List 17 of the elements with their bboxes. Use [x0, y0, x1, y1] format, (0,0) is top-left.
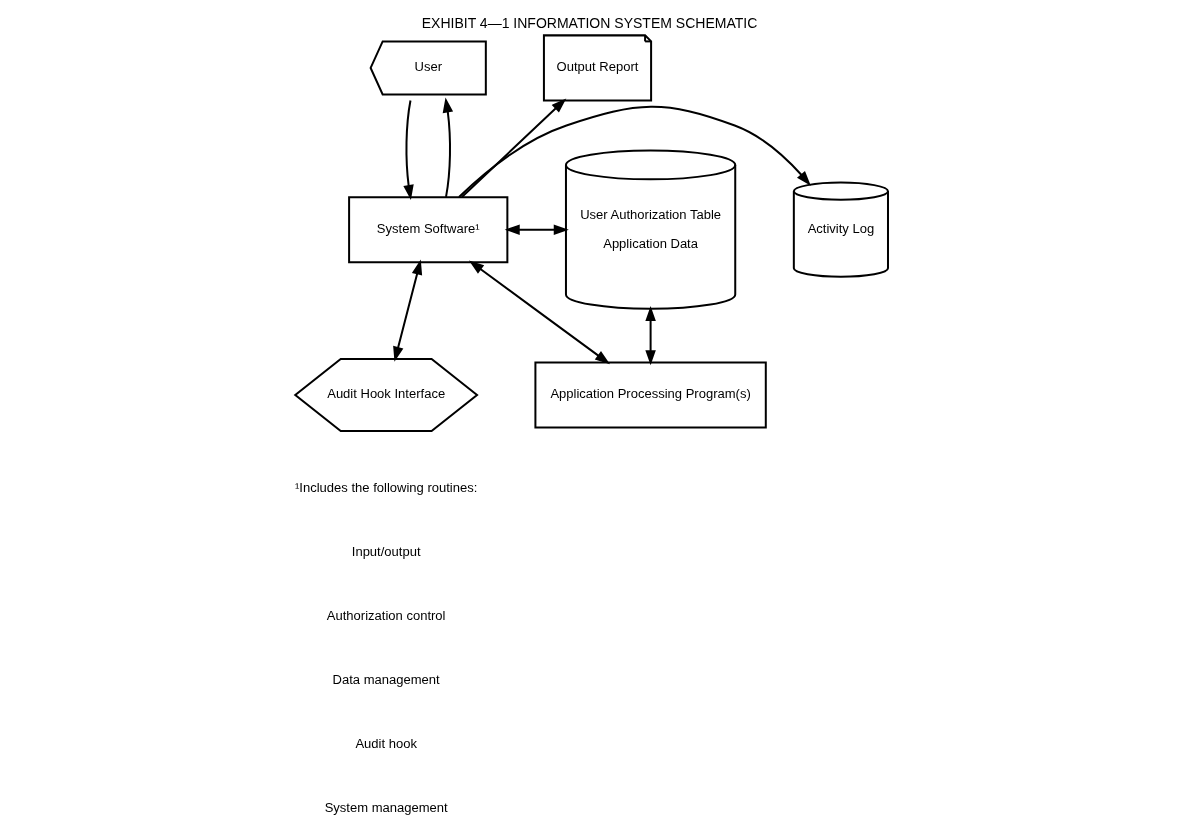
label: ¹Includes the following routines:: [295, 479, 478, 495]
label: Input/output: [351, 543, 421, 559]
arrow: [393, 259, 423, 362]
arrow: [645, 305, 656, 366]
arrow: [468, 260, 610, 365]
diagram-title: EXHIBIT 4—1 INFORMATION SYSTEM SCHEMATIC: [421, 14, 758, 31]
arrow: [458, 105, 811, 198]
arrow: [504, 224, 569, 235]
label: Authorization control: [326, 607, 446, 623]
arrow: [442, 97, 454, 198]
arrow: [403, 99, 414, 200]
label: Data management: [332, 671, 440, 687]
arrow: [460, 98, 567, 198]
label: System management: [324, 800, 448, 816]
node-box: Application Processing Program(s): [534, 361, 767, 429]
label: Audit hook: [355, 735, 417, 751]
node-box: System Software¹: [348, 196, 509, 264]
